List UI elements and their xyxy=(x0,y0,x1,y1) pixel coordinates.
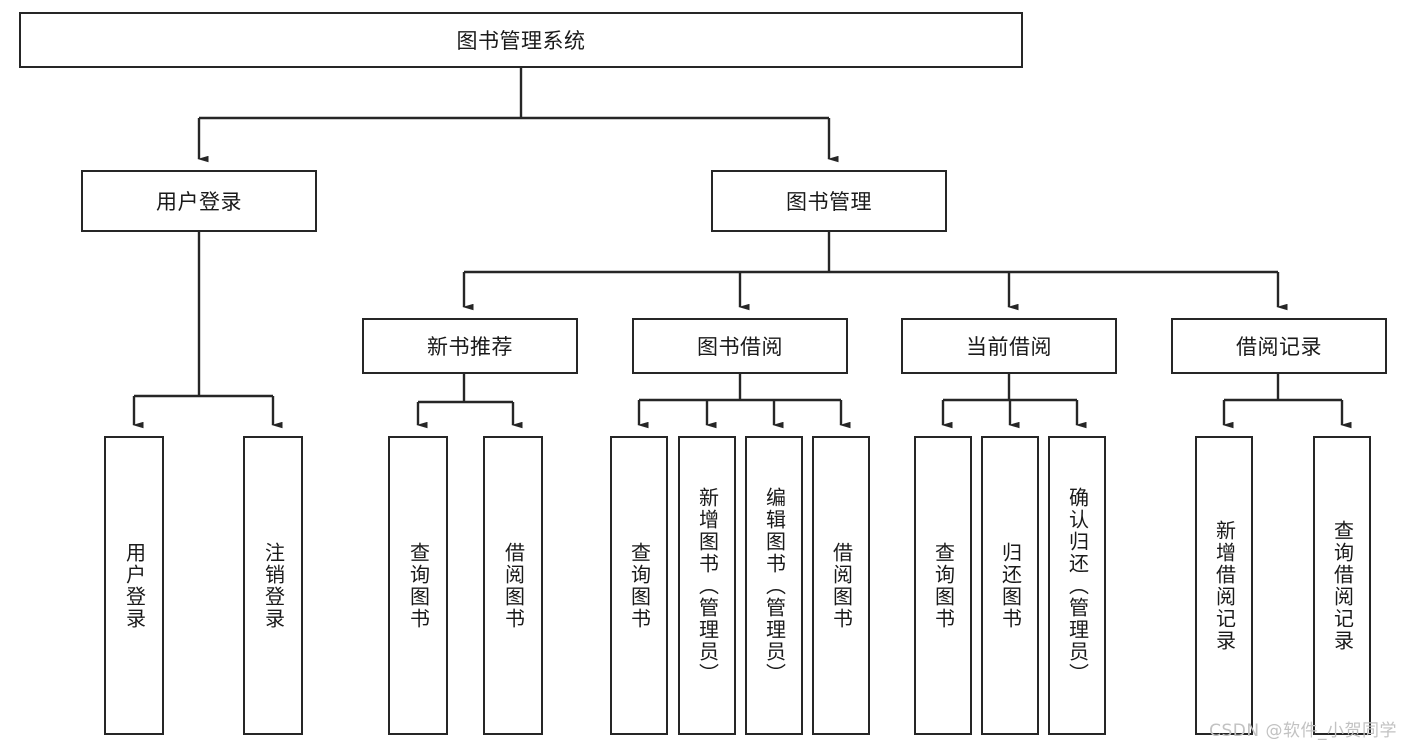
node-leaf-query-book-current-label: 查询图书 xyxy=(931,541,956,630)
node-leaf-query-book-borrow-label: 查询图书 xyxy=(627,541,652,630)
node-leaf-confirm-return-admin[interactable]: 确认归还（管理员） xyxy=(1048,436,1106,735)
node-current-borrow-label: 当前借阅 xyxy=(966,335,1052,359)
node-new-book-recommend-label: 新书推荐 xyxy=(427,335,513,359)
node-root[interactable]: 图书管理系统 xyxy=(19,12,1023,68)
node-leaf-logout-label: 注销登录 xyxy=(261,541,286,630)
node-leaf-query-book-rec[interactable]: 查询图书 xyxy=(388,436,448,735)
node-new-book-recommend[interactable]: 新书推荐 xyxy=(362,318,578,374)
node-book-manage-label: 图书管理 xyxy=(786,190,872,214)
node-leaf-borrow-book[interactable]: 借阅图书 xyxy=(812,436,870,735)
node-book-borrow[interactable]: 图书借阅 xyxy=(632,318,848,374)
node-leaf-borrow-book-label: 借阅图书 xyxy=(829,541,854,630)
node-root-label: 图书管理系统 xyxy=(456,29,586,53)
node-leaf-user-login-label: 用户登录 xyxy=(122,541,147,630)
node-book-manage[interactable]: 图书管理 xyxy=(711,170,947,232)
node-leaf-add-book-admin-label: 新增图书（管理员） xyxy=(695,486,720,685)
node-leaf-user-login[interactable]: 用户登录 xyxy=(104,436,164,735)
node-leaf-logout[interactable]: 注销登录 xyxy=(243,436,303,735)
node-leaf-return-book[interactable]: 归还图书 xyxy=(981,436,1039,735)
node-user-login-label: 用户登录 xyxy=(156,190,242,214)
node-leaf-borrow-book-rec[interactable]: 借阅图书 xyxy=(483,436,543,735)
node-book-borrow-label: 图书借阅 xyxy=(697,335,783,359)
node-borrow-record-label: 借阅记录 xyxy=(1236,335,1322,359)
node-leaf-add-borrow-record[interactable]: 新增借阅记录 xyxy=(1195,436,1253,735)
node-leaf-query-borrow-record-label: 查询借阅记录 xyxy=(1330,519,1355,652)
node-user-login[interactable]: 用户登录 xyxy=(81,170,317,232)
node-leaf-edit-book-admin[interactable]: 编辑图书（管理员） xyxy=(745,436,803,735)
node-leaf-borrow-book-rec-label: 借阅图书 xyxy=(501,541,526,630)
node-leaf-add-book-admin[interactable]: 新增图书（管理员） xyxy=(678,436,736,735)
node-leaf-edit-book-admin-label: 编辑图书（管理员） xyxy=(762,486,787,685)
node-leaf-add-borrow-record-label: 新增借阅记录 xyxy=(1212,519,1237,652)
node-leaf-query-book-current[interactable]: 查询图书 xyxy=(914,436,972,735)
node-borrow-record[interactable]: 借阅记录 xyxy=(1171,318,1387,374)
node-leaf-query-book-rec-label: 查询图书 xyxy=(406,541,431,630)
node-leaf-query-borrow-record[interactable]: 查询借阅记录 xyxy=(1313,436,1371,735)
node-current-borrow[interactable]: 当前借阅 xyxy=(901,318,1117,374)
node-leaf-return-book-label: 归还图书 xyxy=(998,541,1023,630)
node-leaf-query-book-borrow[interactable]: 查询图书 xyxy=(610,436,668,735)
node-leaf-confirm-return-admin-label: 确认归还（管理员） xyxy=(1065,486,1090,685)
